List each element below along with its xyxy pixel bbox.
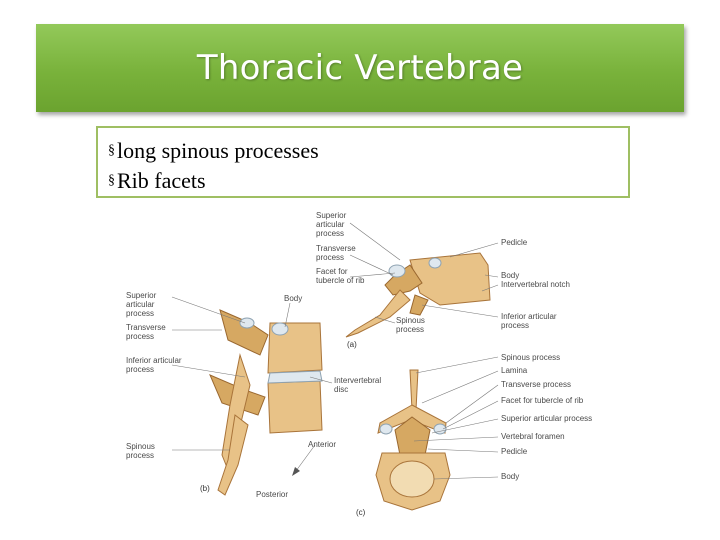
label-b-process3: process xyxy=(126,365,154,374)
panel-label-b: (b) xyxy=(200,484,210,493)
vertebrae-illustration: Superior articular process Transverse pr… xyxy=(126,211,592,517)
label-b-intervertebral: Intervertebral xyxy=(334,376,381,385)
label-a-process4: process xyxy=(501,321,529,330)
label-a-spinous: Spinous xyxy=(396,316,425,325)
bullet-item: § long spinous processes xyxy=(108,136,618,166)
label-b-inferior-articular: Inferior articular xyxy=(126,356,182,365)
label-b-posterior: Posterior xyxy=(256,490,288,499)
label-b-process2: process xyxy=(126,332,154,341)
label-a-intervertebral-notch: Intervertebral notch xyxy=(501,280,570,289)
panel-b-drawing xyxy=(209,309,323,496)
panel-c-leaders xyxy=(413,356,499,480)
panel-label-c: (c) xyxy=(356,508,366,517)
label-b-spinous: Spinous xyxy=(126,442,155,451)
label-a-superior: Superior xyxy=(316,211,347,220)
label-a-process1: process xyxy=(316,229,344,238)
label-b-articular: articular xyxy=(126,300,155,309)
label-a-facet-for: Facet for xyxy=(316,267,348,276)
label-b-transverse: Transverse xyxy=(126,323,166,332)
label-a-pedicle: Pedicle xyxy=(501,238,528,247)
panel-a-leaders xyxy=(349,222,499,324)
bullet-text-rib-facets: Rib facets xyxy=(117,168,206,193)
label-a-articular: articular xyxy=(316,220,345,229)
label-a-process2: process xyxy=(316,253,344,262)
label-b-superior: Superior xyxy=(126,291,157,300)
label-b-anterior: Anterior xyxy=(308,440,336,449)
label-c-spinous-process: Spinous process xyxy=(501,353,560,362)
slide-title: Thoracic Vertebrae xyxy=(196,48,524,88)
panel-a-drawing xyxy=(345,252,491,338)
label-b-disc: disc xyxy=(334,385,348,394)
label-c-vertebral-foramen: Vertebral foramen xyxy=(501,432,565,441)
bullet-marker: § xyxy=(108,173,115,188)
label-b-body: Body xyxy=(284,294,302,303)
label-c-transverse-process: Transverse process xyxy=(501,380,571,389)
panel-b-leaders xyxy=(171,296,333,476)
title-banner: Thoracic Vertebrae xyxy=(36,24,684,112)
label-a-body: Body xyxy=(501,271,519,280)
panel-label-a: (a) xyxy=(347,340,357,349)
vertebrae-figure: Superior articular process Transverse pr… xyxy=(110,205,610,525)
label-c-pedicle: Pedicle xyxy=(501,447,528,456)
bullet-item: § Rib facets xyxy=(108,166,618,196)
label-a-transverse: Transverse xyxy=(316,244,356,253)
label-c-body: Body xyxy=(501,472,519,481)
label-c-lamina: Lamina xyxy=(501,366,528,375)
bullet-text-spinous: long spinous processes xyxy=(117,138,319,163)
label-a-tubercle: tubercle of rib xyxy=(316,276,365,285)
label-b-process4: process xyxy=(126,451,154,460)
label-a-process3: process xyxy=(396,325,424,334)
label-a-inferior-articular: Inferior articular xyxy=(501,312,557,321)
bullet-marker: § xyxy=(108,143,115,158)
label-b-process1: process xyxy=(126,309,154,318)
label-c-facet-tubercle: Facet for tubercle of rib xyxy=(501,396,584,405)
label-c-superior-articular: Superior articular process xyxy=(501,414,592,423)
bullet-box: § long spinous processes § Rib facets xyxy=(96,126,630,198)
